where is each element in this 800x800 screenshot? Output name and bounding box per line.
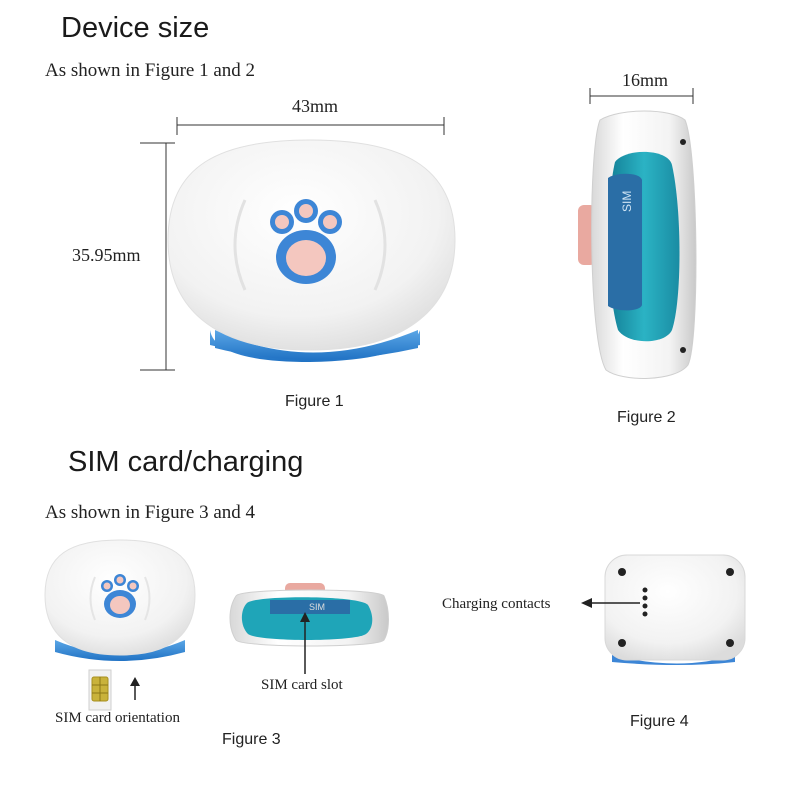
figure3-side-device <box>229 583 389 647</box>
height-label: 35.95mm <box>72 245 141 265</box>
sim-side-label: SIM <box>620 190 634 212</box>
paw-logo-small-icon <box>101 574 139 618</box>
sim-slot-label: SIM card slot <box>261 677 343 693</box>
width-label: 43mm <box>292 96 339 116</box>
figure3-front-device <box>44 539 196 661</box>
figure4-caption: Figure 4 <box>630 713 689 730</box>
figure4-bottom-device <box>604 554 746 665</box>
figure3-caption: Figure 3 <box>222 731 281 748</box>
paw-logo-icon <box>270 199 342 284</box>
thickness-label: 16mm <box>622 70 669 90</box>
figure2-device <box>578 110 697 379</box>
section-subtitle-device-size: As shown in Figure 1 and 2 <box>45 60 256 81</box>
figure1-caption: Figure 1 <box>285 393 344 410</box>
figure1-device <box>167 139 456 362</box>
sim-orientation-label: SIM card orientation <box>55 710 180 726</box>
height-dimension-line <box>140 142 175 371</box>
charging-contacts-icon <box>642 587 648 617</box>
section-title-device-size: Device size <box>61 12 210 44</box>
section-title-sim-charging: SIM card/charging <box>68 446 304 478</box>
orientation-arrow <box>130 677 140 700</box>
sim-slot-arrow <box>300 612 310 674</box>
figure2-caption: Figure 2 <box>617 409 676 426</box>
charging-arrow <box>581 598 640 608</box>
section-subtitle-sim-charging: As shown in Figure 3 and 4 <box>45 502 256 523</box>
charging-contacts-label: Charging contacts <box>442 596 551 612</box>
width-dimension-line <box>176 117 445 135</box>
sim-card-icon <box>88 669 112 711</box>
sim-slot-text: SIM <box>309 602 326 612</box>
thickness-dimension-line <box>589 88 694 104</box>
